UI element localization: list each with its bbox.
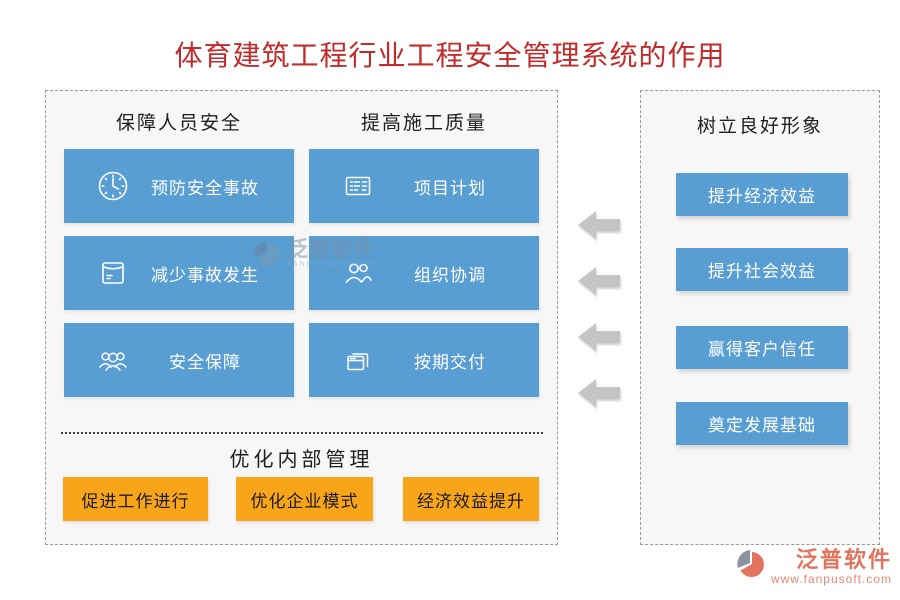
- left-arrow-icon: [578, 378, 620, 408]
- image-card-customer-trust: 赢得客户信任: [676, 326, 848, 369]
- benefit-card-safety-guarantee: 安全保障: [64, 323, 294, 397]
- left-arrow-icon: [578, 210, 620, 240]
- fanpu-logo-url: www.fanpusoft.com: [770, 572, 892, 586]
- benefit-card-project-plan: 项目计划: [309, 149, 539, 223]
- fanpu-logo-text: 泛普软件: [795, 547, 892, 572]
- benefit-card-label: 按期交付: [414, 352, 486, 372]
- benefit-card-label: 安全保障: [169, 352, 241, 372]
- image-card-development-foundation: 奠定发展基础: [676, 402, 848, 445]
- page-title: 体育建筑工程行业工程安全管理系统的作用: [174, 41, 726, 72]
- plan-board-icon: [341, 169, 375, 203]
- left-arrow-icon: [578, 322, 620, 352]
- team-icon: [96, 343, 130, 377]
- image-panel-header: 树立良好形象: [696, 116, 823, 137]
- benefit-card-label: 项目计划: [414, 178, 486, 198]
- benefits-panel: 保障人员安全 提高施工质量 预防安全事故 减少事故发生: [45, 90, 558, 545]
- benefit-card-organization: 组织协调: [309, 236, 539, 310]
- internal-management-header: 优化内部管理: [229, 449, 374, 471]
- management-card-promote-work: 促进工作进行: [63, 477, 208, 521]
- benefit-card-label: 组织协调: [414, 265, 486, 285]
- benefit-card-label: 预防安全事故: [151, 178, 259, 198]
- fanpu-logo: 泛普软件 www.fanpusoft.com: [735, 548, 892, 587]
- column-header-personnel-safety: 保障人员安全: [115, 113, 242, 134]
- management-card-optimize-mode: 优化企业模式: [236, 477, 373, 521]
- parcel-icon: [96, 256, 130, 290]
- clock-icon: [96, 169, 130, 203]
- partners-icon: [341, 256, 375, 290]
- image-card-economic-benefit: 提升经济效益: [676, 173, 848, 216]
- fanpu-logo-icon: [735, 548, 767, 580]
- benefit-card-reduce-accidents: 减少事故发生: [64, 236, 294, 310]
- image-card-social-benefit: 提升社会效益: [676, 248, 848, 291]
- image-panel: 树立良好形象 提升经济效益 提升社会效益 赢得客户信任 奠定发展基础: [640, 90, 880, 545]
- left-arrow-icon: [578, 266, 620, 296]
- stacked-windows-icon: [341, 343, 375, 377]
- benefit-card-on-time-delivery: 按期交付: [309, 323, 539, 397]
- dotted-divider: [61, 432, 543, 434]
- management-card-economic-benefit: 经济效益提升: [403, 477, 539, 521]
- benefit-card-label: 减少事故发生: [151, 265, 259, 285]
- benefit-card-prevent-accidents: 预防安全事故: [64, 149, 294, 223]
- column-header-construction-quality: 提高施工质量: [360, 113, 487, 134]
